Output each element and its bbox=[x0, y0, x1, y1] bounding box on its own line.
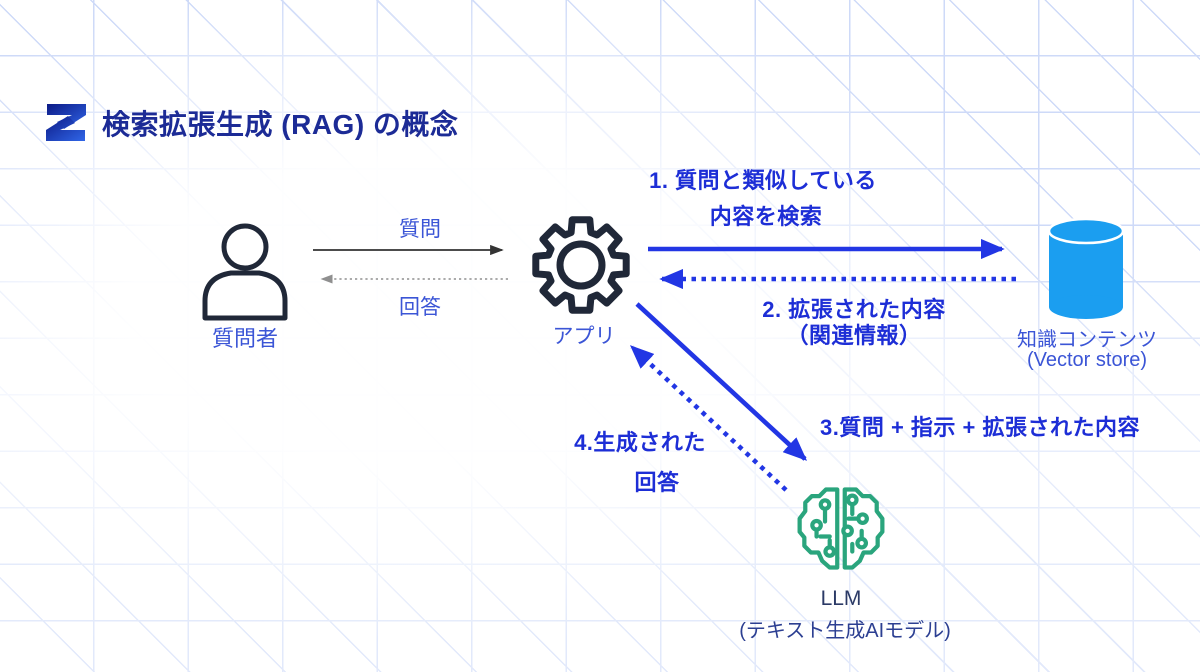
label-llm: LLM bbox=[820, 587, 862, 610]
step2-label-line1: 2. 拡張された内容 bbox=[762, 297, 946, 322]
step2-label-line2: （関連情報） bbox=[786, 323, 922, 348]
step3-label: 3.質問 + 指示 + 拡張された内容 bbox=[820, 415, 1140, 440]
step4-label-line2: 回答 bbox=[634, 470, 680, 495]
label-app: アプリ bbox=[552, 325, 616, 348]
s-logo bbox=[46, 104, 86, 141]
arrow-step3 bbox=[635, 302, 808, 461]
flow-label-answer: 回答 bbox=[399, 296, 441, 319]
ai-brain-icon bbox=[797, 487, 885, 570]
label-llm-sub: (テキスト生成AIモデル) bbox=[739, 620, 951, 642]
label-questioner: 質問者 bbox=[211, 326, 279, 351]
label-knowledge: 知識コンテンツ bbox=[1017, 329, 1157, 351]
step1-label-line1: 1. 質問と類似している bbox=[649, 168, 877, 193]
person-icon bbox=[202, 223, 288, 321]
page-title: 検索拡張生成 (RAG) の概念 bbox=[102, 109, 459, 140]
step4-label-line1: 4.生成された bbox=[574, 430, 706, 455]
label-knowledge-sub: (Vector store) bbox=[1026, 349, 1148, 371]
step1-label-line2: 内容を検索 bbox=[709, 204, 823, 229]
flow-label-question: 質問 bbox=[399, 218, 441, 241]
gear-icon bbox=[532, 216, 630, 314]
database-cylinder-icon bbox=[1047, 217, 1125, 319]
